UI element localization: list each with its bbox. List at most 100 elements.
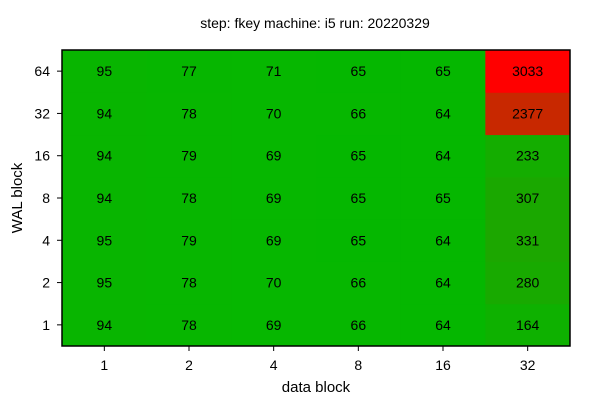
- heatmap-cell: [231, 261, 317, 305]
- cell-value-label: 65: [351, 63, 367, 79]
- y-tick-label: 1: [42, 317, 50, 333]
- heatmap-cell: [62, 261, 148, 305]
- cell-value-label: 94: [97, 105, 113, 121]
- cell-value-label: 65: [351, 232, 367, 248]
- cell-value-label: 69: [266, 190, 282, 206]
- y-tick-label: 16: [34, 148, 50, 164]
- heatmap-cell: [316, 219, 402, 262]
- x-tick-label: 16: [435, 357, 451, 373]
- cell-value-label: 64: [435, 275, 451, 291]
- cell-value-label: 66: [351, 105, 367, 121]
- cell-value-label: 95: [97, 63, 113, 79]
- heatmap-cell: [231, 50, 317, 93]
- heatmap-cell: [231, 303, 317, 347]
- heatmap-cell: [146, 134, 232, 178]
- heatmap-cell: [62, 92, 148, 136]
- cell-value-label: 64: [435, 317, 451, 333]
- heatmap-cell: [231, 176, 317, 220]
- x-tick-label: 8: [354, 357, 362, 373]
- y-tick-label: 64: [34, 63, 50, 79]
- heatmap-cell: [231, 134, 317, 178]
- cell-value-label: 64: [435, 232, 451, 248]
- cell-value-label: 95: [97, 275, 113, 291]
- cell-value-label: 70: [266, 275, 282, 291]
- heatmap-cell: [316, 50, 402, 93]
- cell-value-label: 69: [266, 317, 282, 333]
- cell-value-label: 94: [97, 190, 113, 206]
- cell-value-label: 65: [351, 148, 367, 164]
- cell-value-label: 66: [351, 275, 367, 291]
- x-tick-label: 1: [100, 357, 108, 373]
- heatmap-cell: [316, 176, 402, 220]
- heatmap-cell: [146, 261, 232, 305]
- cell-value-label: 64: [435, 105, 451, 121]
- cell-value-label: 71: [266, 63, 282, 79]
- heatmap-cell: [146, 50, 232, 93]
- heatmap-cell: [485, 176, 571, 220]
- heatmap-cell: [400, 92, 486, 136]
- heatmap-cell: [485, 92, 571, 136]
- heatmap-cell: [400, 134, 486, 178]
- cell-value-label: 77: [181, 63, 197, 79]
- heatmap-cell: [316, 134, 402, 178]
- heatmap-cell: [485, 134, 571, 178]
- cell-value-label: 94: [97, 148, 113, 164]
- heatmap-cell-labels: 94 78 69 66 64 164 95 78 70 66 64 280 95 79 69 65 64 331 9…: [97, 63, 544, 333]
- cell-value-label: 69: [266, 148, 282, 164]
- cell-value-label: 3033: [512, 63, 543, 79]
- heatmap-cell: [485, 219, 571, 262]
- cell-value-label: 65: [351, 190, 367, 206]
- cell-value-label: 69: [266, 232, 282, 248]
- heatmap-cell: [146, 219, 232, 262]
- cell-value-label: 164: [516, 317, 540, 333]
- y-tick-label: 2: [42, 275, 50, 291]
- heatmap-cell: [400, 303, 486, 347]
- cell-value-label: 307: [516, 190, 540, 206]
- x-axis-ticks: 1 2 4 8 16 32: [100, 346, 536, 373]
- cell-value-label: 95: [97, 232, 113, 248]
- heatmap-cell: [62, 219, 148, 262]
- x-tick-label: 4: [270, 357, 278, 373]
- y-tick-label: 32: [34, 105, 50, 121]
- cell-value-label: 331: [516, 232, 540, 248]
- x-axis-label: data block: [282, 379, 351, 396]
- cell-value-label: 65: [435, 190, 451, 206]
- heatmap-cell: [62, 303, 148, 347]
- heatmap-cell: [231, 92, 317, 136]
- x-tick-label: 2: [185, 357, 193, 373]
- heatmap-cell: [62, 134, 148, 178]
- heatmap-cell: [400, 219, 486, 262]
- heatmap-cell: [316, 303, 402, 347]
- heatmap-cell: [485, 261, 571, 305]
- heatmap-cell: [146, 303, 232, 347]
- heatmap-cell: [231, 219, 317, 262]
- heatmap-cell: [316, 261, 402, 305]
- heatmap-cell: [400, 261, 486, 305]
- cell-value-label: 78: [181, 105, 197, 121]
- cell-value-label: 94: [97, 317, 113, 333]
- cell-value-label: 78: [181, 190, 197, 206]
- x-tick-label: 32: [520, 357, 536, 373]
- cell-value-label: 70: [266, 105, 282, 121]
- heatmap-cell: [146, 176, 232, 220]
- y-tick-label: 8: [42, 190, 50, 206]
- cell-value-label: 233: [516, 148, 540, 164]
- heatmap-cell: [400, 176, 486, 220]
- cell-value-label: 79: [181, 232, 197, 248]
- heatmap-cell: [146, 92, 232, 136]
- cell-value-label: 280: [516, 275, 540, 291]
- cell-value-label: 66: [351, 317, 367, 333]
- cell-value-label: 78: [181, 275, 197, 291]
- cell-value-label: 65: [435, 63, 451, 79]
- y-axis-label: WAL block: [9, 162, 26, 233]
- heatmap-cell: [485, 303, 571, 347]
- heatmap-cell: [62, 50, 148, 93]
- chart-title: step: fkey machine: i5 run: 20220329: [200, 15, 430, 31]
- cell-value-label: 79: [181, 148, 197, 164]
- cell-value-label: 64: [435, 148, 451, 164]
- cell-value-label: 78: [181, 317, 197, 333]
- cell-value-label: 2377: [512, 105, 543, 121]
- heatmap-cells: [62, 50, 571, 347]
